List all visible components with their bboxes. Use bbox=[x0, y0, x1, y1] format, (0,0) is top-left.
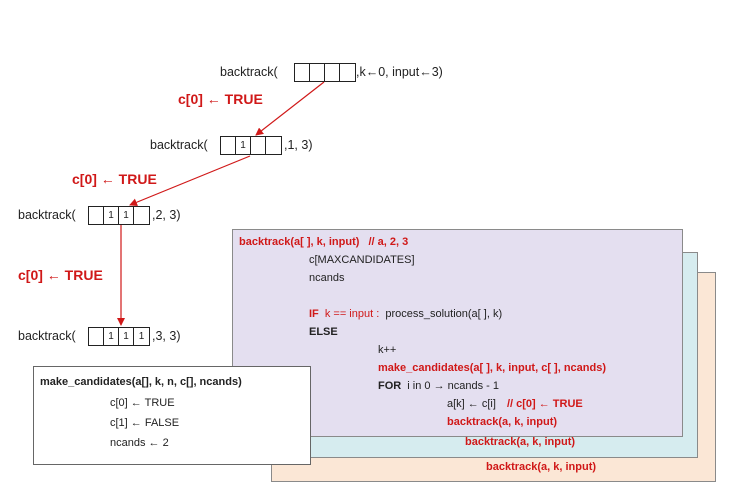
call-0-cell bbox=[325, 64, 340, 81]
make-candidates-box: make_candidates(a[], k, n, c[], ncands) … bbox=[33, 366, 311, 465]
call-3-cell: 1 bbox=[119, 328, 134, 345]
edge-label-1: c[0] ← TRUE bbox=[72, 171, 157, 187]
call-2-args: ,2, 3) bbox=[152, 208, 181, 222]
code-header-line: backtrack(a[ ], k, input) // a, 2, 3 bbox=[239, 236, 408, 248]
code-line-make-candidates: make_candidates(a[ ], k, input, c[ ], nc… bbox=[378, 362, 606, 374]
assign-statement: a[k] ← c[i] bbox=[447, 398, 496, 410]
call-2-cell: 1 bbox=[104, 207, 119, 224]
code-line-if: IF k == input : process_solution(a[ ], k… bbox=[309, 308, 502, 320]
call-1-args: ,1, 3) bbox=[284, 138, 313, 152]
call-0-array bbox=[294, 63, 356, 82]
call-3-cell: 1 bbox=[138, 331, 145, 342]
code-line-cands-array: c[MAXCANDIDATES] bbox=[309, 254, 415, 266]
function-signature: backtrack(a[ ], k, input) bbox=[239, 236, 360, 248]
code-line-assign: a[k] ← c[i] // c[0] ← TRUE bbox=[447, 398, 583, 410]
call-0-args: ,k←0, input←3) bbox=[356, 65, 443, 79]
arrow-call-1-to-2 bbox=[129, 155, 251, 207]
call-0-cell bbox=[340, 64, 355, 81]
for-keyword: FOR bbox=[378, 380, 402, 392]
if-condition: k == input : bbox=[324, 308, 380, 320]
call-1-array: 1 bbox=[220, 136, 282, 155]
stack2-backtrack-call: backtrack(a, k, input) bbox=[465, 436, 576, 448]
make-candidates-line: c[0] ← TRUE bbox=[110, 397, 175, 409]
call-1-cell bbox=[221, 137, 236, 154]
code-line-ncands: ncands bbox=[309, 272, 345, 284]
code-line-else: ELSE bbox=[309, 326, 338, 338]
call-0-cell bbox=[295, 64, 310, 81]
call-2-cell bbox=[89, 207, 104, 224]
call-3-cell bbox=[89, 328, 104, 345]
call-3-cell: 1 bbox=[104, 328, 119, 345]
code-line-recursive-call: backtrack(a, k, input) bbox=[447, 416, 558, 428]
make-candidates-line: c[1] ← FALSE bbox=[110, 417, 180, 429]
call-2-cell: 1 bbox=[119, 207, 134, 224]
edge-label-2: c[0] ← TRUE bbox=[18, 267, 103, 283]
call-3-label: backtrack( bbox=[18, 329, 76, 343]
call-2-label: backtrack( bbox=[18, 208, 76, 222]
call-1-cell bbox=[266, 137, 281, 154]
code-line-kpp: k++ bbox=[378, 344, 397, 356]
call-2-cell bbox=[134, 207, 149, 224]
call-0-cell bbox=[310, 64, 325, 81]
call-1-cell bbox=[251, 137, 266, 154]
arrow-call-0-to-1 bbox=[255, 81, 325, 136]
make-candidates-title: make_candidates(a[], k, n, c[], ncands) bbox=[40, 376, 242, 388]
code-panel-backtrack: backtrack(a[ ], k, input) // a, 2, 3 c[M… bbox=[232, 229, 683, 437]
for-range: i in 0 → ncands - 1 bbox=[407, 380, 500, 392]
call-0-label: backtrack( bbox=[220, 65, 278, 79]
make-candidates-line: ncands ← 2 bbox=[110, 437, 169, 449]
assign-comment: // c[0] ← TRUE bbox=[506, 398, 583, 410]
code-line-for: FOR i in 0 → ncands - 1 bbox=[378, 380, 499, 392]
header-comment: // a, 2, 3 bbox=[368, 236, 409, 248]
call-1-cell: 1 bbox=[236, 137, 251, 154]
if-keyword: IF bbox=[309, 308, 319, 320]
if-action: process_solution(a[ ], k) bbox=[385, 308, 503, 320]
stack3-backtrack-call: backtrack(a, k, input) bbox=[486, 461, 597, 473]
call-1-label: backtrack( bbox=[150, 138, 208, 152]
call-3-array: 1 1 1 bbox=[88, 327, 150, 346]
call-2-array: 1 1 bbox=[88, 206, 150, 225]
call-3-args: ,3, 3) bbox=[152, 329, 181, 343]
edge-label-0: c[0] ← TRUE bbox=[178, 91, 263, 107]
